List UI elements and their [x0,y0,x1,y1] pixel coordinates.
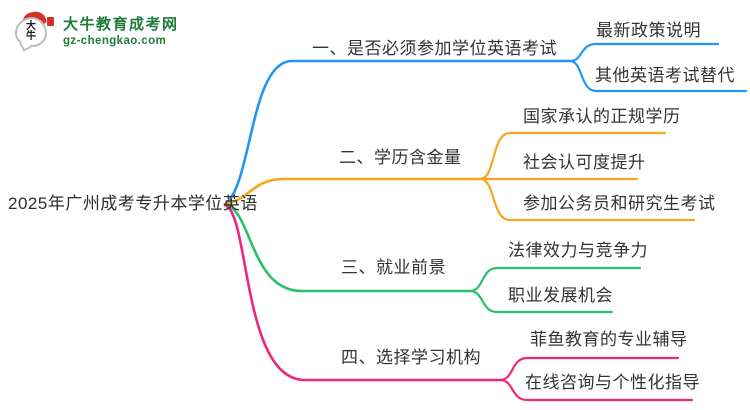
branch-4-child-2-line [498,378,694,402]
bull-speech-bubble-icon: 大牛 [15,10,55,54]
branch-1-child-1-label: 最新政策说明 [596,21,701,40]
logo-bubble: 大牛 [15,17,47,47]
branch-2-child-1-line [478,131,667,181]
branch-2-label: 二、学历含金量 [339,148,462,167]
branch-2-child-2-label: 社会认可度提升 [523,153,646,172]
branch-3-child-2-label: 职业发展机会 [508,286,613,305]
logo-red-seal [47,17,54,26]
logo-site-url: gz-chengkao.com [63,35,167,47]
branch-3-line [223,203,472,293]
branch-4-child-2-label: 在线咨询与个性化指导 [525,373,700,392]
branch-4-child-1-line [498,356,680,382]
branch-4-line [223,203,502,382]
branch-1-label: 一、是否必须参加学位英语考试 [312,39,557,58]
branch-3-child-1-line [468,266,642,293]
branch-4-child-1-label: 菲鱼教育的专业辅导 [530,330,688,349]
branch-3-child-1-label: 法律效力与竞争力 [508,241,648,260]
branch-1-child-2-label: 其他英语考试替代 [595,66,735,85]
site-logo[interactable]: 大牛 大牛教育成考网 gz-chengkao.com [15,10,179,54]
logo-site-name: 大牛教育成考网 [63,16,179,33]
branch-1-line [223,59,572,206]
branch-2-child-3-line [478,177,696,222]
logo-mark-text: 大牛 [26,20,36,42]
branch-3-child-2-line [468,289,614,314]
branch-2-child-3-label: 参加公务员和研究生考试 [523,194,716,213]
branch-1-child-1-line [568,42,720,63]
branch-1-child-2-line [568,59,748,93]
branch-4-label: 四、选择学习机构 [341,348,481,367]
branch-2-child-1-label: 国家承认的正规学历 [523,107,681,126]
branch-3-label: 三、就业前景 [341,258,446,277]
branch-2-line [223,177,482,206]
root-topic: 2025年广州成考专升本学位英语 [8,194,258,213]
logo-text-block: 大牛教育成考网 gz-chengkao.com [63,12,179,48]
